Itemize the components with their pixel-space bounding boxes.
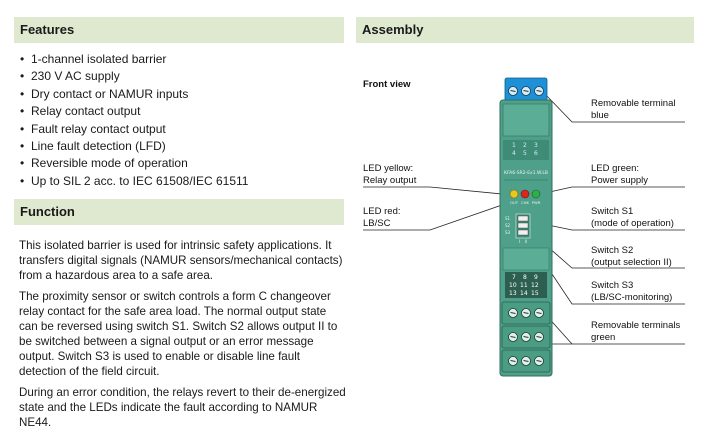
function-paragraph: The proximity sensor or switch controls … — [19, 290, 338, 378]
assembly-heading: Assembly — [356, 17, 694, 43]
led-label: PWR — [532, 200, 541, 205]
terminal-number-panel-top — [503, 140, 549, 160]
screw-slot — [536, 360, 542, 362]
led-green — [531, 189, 541, 199]
led-red — [520, 189, 530, 199]
screw-slot — [536, 312, 542, 314]
led-label: CHK — [521, 200, 530, 205]
screw-slots — [510, 90, 542, 362]
bottom-terminal-number: 8 — [523, 274, 527, 281]
feature-item: Reversible mode of operation — [20, 155, 340, 173]
switch-s1-desc: (mode of operation) — [591, 218, 674, 229]
front-view-label: Front view — [363, 79, 411, 90]
screw-slot — [536, 90, 542, 92]
screw-slot — [523, 312, 529, 314]
bottom-terminal-number: 15 — [531, 290, 539, 297]
switch-s3 — [517, 229, 529, 236]
switch-s3-desc: (LB/SC-monitoring) — [591, 292, 673, 303]
terminal-number-panel-bottom — [505, 272, 547, 298]
led-yellow-desc: Relay output — [363, 175, 417, 186]
bottom-terminal-number: 12 — [531, 282, 539, 289]
model-text: KFA6-SR2-Ex1.W.LB — [504, 170, 548, 176]
switch-s2-label: Switch S2 — [591, 245, 634, 256]
terminal-blue-label: Removable terminal — [591, 98, 676, 109]
switch-position-label: II — [525, 239, 527, 244]
screw-slot — [510, 336, 516, 338]
bottom-terminal-number: 9 — [534, 274, 538, 281]
switch-s2-desc: (output selection II) — [591, 257, 672, 268]
function-heading: Function — [14, 199, 344, 225]
led-label: OUT — [510, 200, 519, 205]
led-red-label: LED red: — [363, 206, 401, 217]
feature-item: 1-channel isolated barrier — [20, 51, 340, 69]
leader-led-green — [535, 186, 685, 196]
top-terminal-number: 5 — [523, 150, 527, 157]
led-yellow-label: LED yellow: — [363, 163, 414, 174]
top-terminal-number: 6 — [534, 150, 538, 157]
features-list: 1-channel isolated barrier 230 V AC supp… — [20, 51, 340, 191]
screw-slot — [536, 336, 542, 338]
feature-item: 230 V AC supply — [20, 68, 340, 86]
top-terminal-number: 4 — [512, 150, 516, 157]
leader-led-red — [363, 197, 523, 231]
led-red-desc: LB/SC — [363, 218, 391, 229]
switch-position-label: I — [519, 239, 520, 244]
leader-terminal-blue — [544, 93, 685, 123]
housing-lower-panel — [502, 247, 550, 271]
led-green-desc: Power supply — [591, 175, 649, 186]
led-yellow — [509, 189, 519, 199]
switch-s1 — [517, 215, 529, 222]
switch-label: S2 — [505, 223, 511, 228]
function-paragraph: This isolated barrier is used for intrin… — [19, 239, 343, 282]
feature-item: Relay contact output — [20, 103, 340, 121]
switch-s1-label: Switch S1 — [591, 206, 634, 217]
leader-terminal-green-1 — [544, 313, 685, 345]
screw-slot — [510, 360, 516, 362]
function-paragraph: During an error condition, the relays re… — [19, 386, 346, 427]
screw-slot — [510, 312, 516, 314]
switch-s3-label: Switch S3 — [591, 280, 634, 291]
function-body: This isolated barrier is used for intrin… — [19, 238, 347, 427]
feature-item: Dry contact or NAMUR inputs — [20, 86, 340, 104]
top-terminal-number: 2 — [523, 142, 527, 149]
terminal-green-label-2: green — [591, 332, 616, 343]
top-terminal-number: 3 — [534, 142, 538, 149]
feature-item: Up to SIL 2 acc. to IEC 61508/IEC 61511 — [20, 173, 340, 191]
top-terminal-number: 1 — [512, 142, 516, 149]
bottom-terminal-number: 7 — [512, 274, 516, 281]
switch-label: S3 — [505, 230, 511, 235]
leader-led-yellow — [363, 186, 513, 196]
bottom-terminal-number: 10 — [509, 282, 517, 289]
screw-slot — [523, 336, 529, 338]
bottom-terminal-number: 14 — [520, 290, 528, 297]
bottom-terminal-number: 11 — [520, 282, 528, 289]
housing-upper-panel — [502, 103, 550, 137]
screw-slot — [523, 90, 529, 92]
bottom-terminal-number: 13 — [509, 290, 517, 297]
features-heading: Features — [14, 17, 344, 43]
led-green-label: LED green: — [591, 163, 640, 174]
switch-s2 — [517, 222, 529, 229]
screw-slot — [510, 90, 516, 92]
terminal-blue-label-2: blue — [591, 110, 609, 121]
terminal-green-label: Removable terminals — [591, 320, 681, 331]
terminal-screws-green — [508, 308, 544, 366]
feature-item: Line fault detection (LFD) — [20, 138, 340, 156]
switch-label: S1 — [505, 216, 511, 221]
screw-slot — [523, 360, 529, 362]
feature-item: Fault relay contact output — [20, 121, 340, 139]
